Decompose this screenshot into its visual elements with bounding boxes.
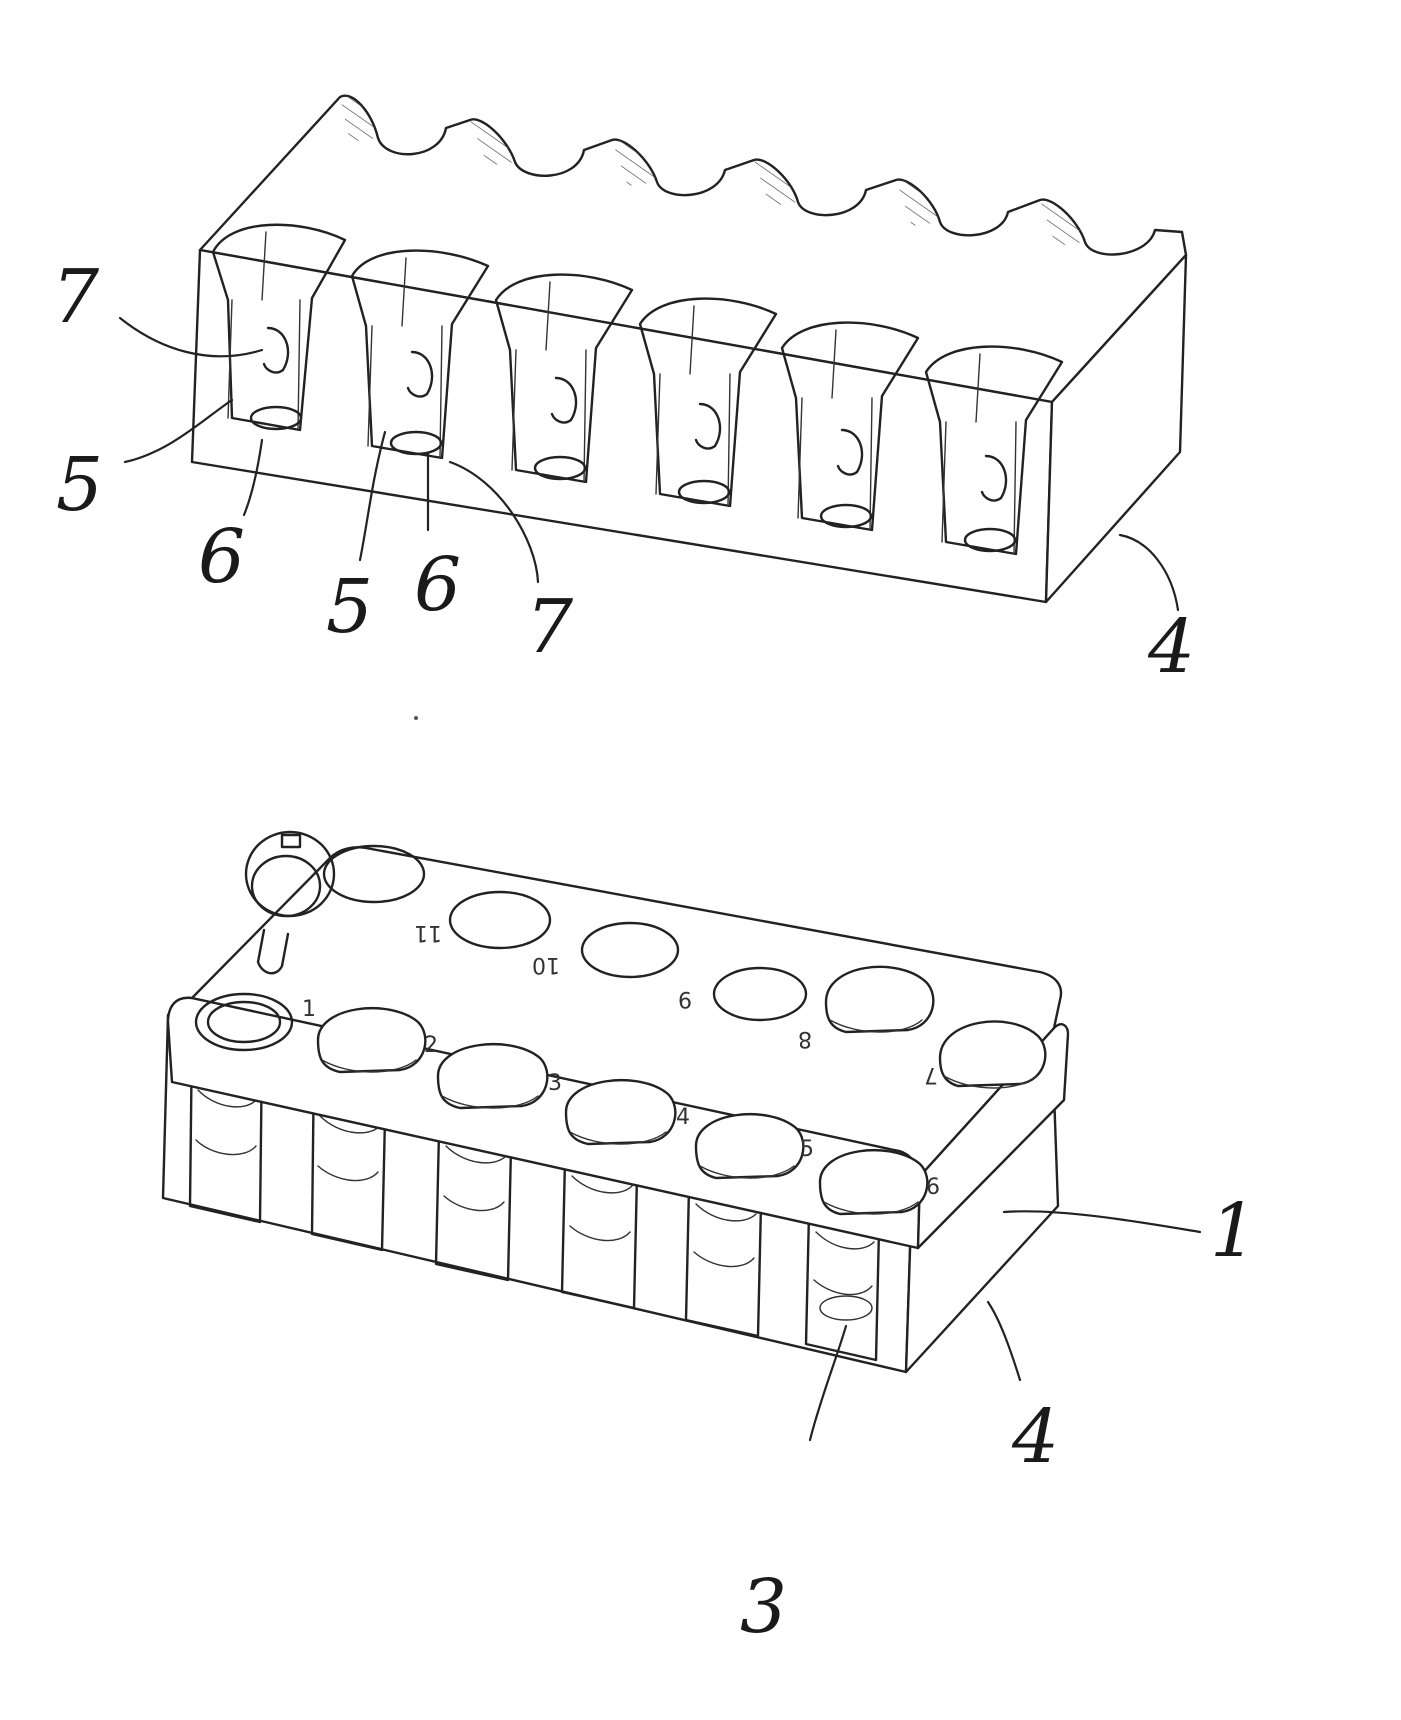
ref-numeral-5: 5 xyxy=(326,564,373,650)
ref-numeral-3: 3 xyxy=(740,1564,787,1650)
ref-numeral-1: 1 xyxy=(1210,1188,1257,1274)
ref-numeral-6: 6 xyxy=(198,514,245,600)
tube-number-9: 9 xyxy=(678,986,692,1011)
rack-figure-top: 7 5 6 5 6 7 4 xyxy=(52,96,1195,690)
ref-numeral-4: 4 xyxy=(1147,604,1195,690)
ref-numeral-7: 7 xyxy=(526,584,573,670)
ref-numeral-5: 5 xyxy=(56,442,103,528)
ref-numeral-7: 7 xyxy=(52,254,99,340)
tube-number-10: 10 xyxy=(532,952,560,977)
ref-numeral-4: 4 xyxy=(1011,1394,1059,1480)
tube-number-11: 11 xyxy=(414,920,442,945)
ref-numeral-6: 6 xyxy=(414,542,461,628)
tube-number-2: 2 xyxy=(424,1033,438,1058)
rack-figure-bottom: 1 2 3 4 5 6 7 8 9 10 11 1 4 3 xyxy=(163,832,1257,1650)
tube-number-5: 5 xyxy=(800,1137,814,1162)
tube-number-4: 4 xyxy=(676,1105,690,1130)
tube-number-1: 1 xyxy=(302,997,316,1022)
tube-number-8: 8 xyxy=(798,1026,812,1051)
tube-number-3: 3 xyxy=(548,1071,562,1096)
tube-number-6: 6 xyxy=(926,1175,940,1200)
tube-number-7: 7 xyxy=(924,1062,938,1087)
